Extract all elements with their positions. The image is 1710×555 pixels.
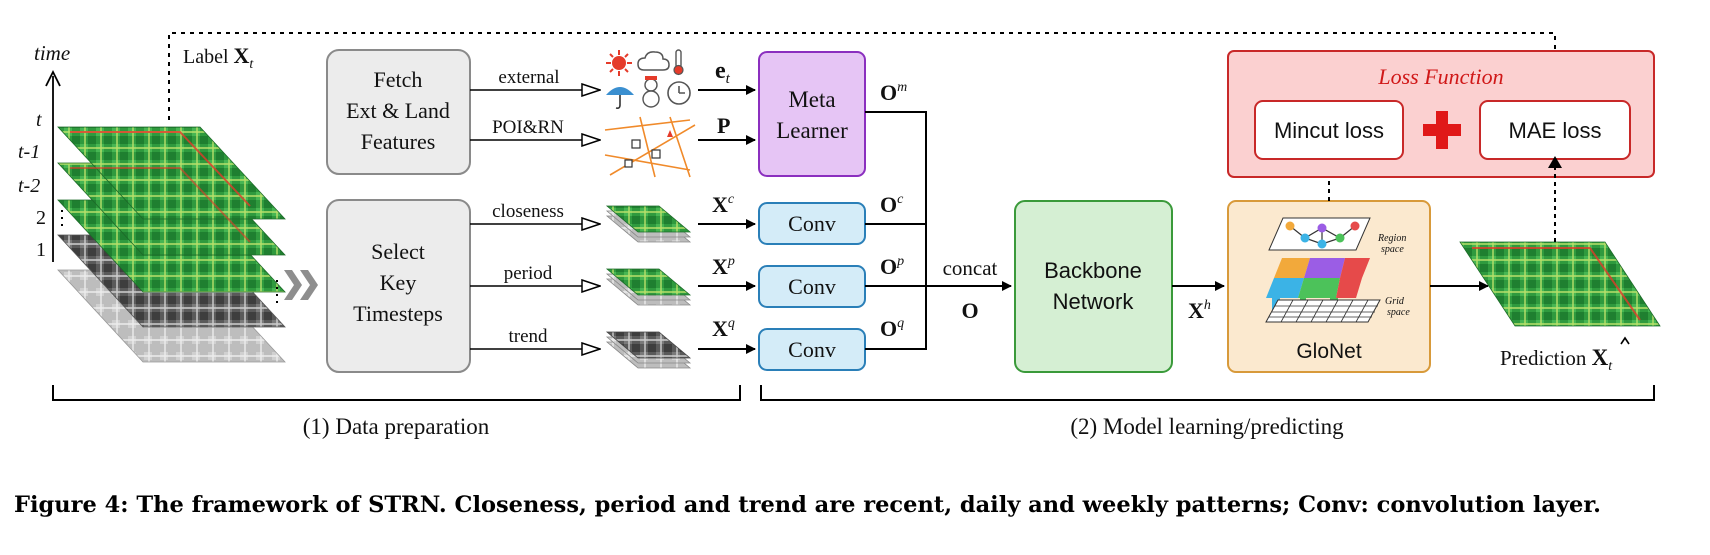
closeness-stack (605, 205, 692, 243)
grid-space-label-2: space (1387, 307, 1410, 318)
grid-space-plane (1265, 299, 1381, 323)
section-data-preparation: (1) Data preparation (303, 414, 490, 439)
conv-trend-label: Conv (788, 337, 836, 362)
meta-line-2: Learner (776, 118, 848, 143)
clock-icon (667, 81, 691, 105)
road-map-icon (604, 116, 696, 178)
conv-period-label: Conv (788, 274, 836, 299)
backbone-network-box: Backbone Network (1014, 200, 1173, 373)
mincut-loss-label: Mincut loss (1274, 118, 1384, 143)
symbol-xq: Xq (712, 316, 735, 341)
section-model-learning: (2) Model learning/predicting (1070, 414, 1344, 439)
glonet-label: GloNet (1296, 340, 1362, 363)
label-xt: Label Xt (183, 43, 254, 72)
symbol-p: P (717, 113, 730, 138)
conv-closeness: Conv (758, 202, 866, 245)
concat-label: concat (943, 256, 998, 280)
conv-trend: Conv (758, 328, 866, 371)
period-stack (605, 268, 692, 306)
meta-learner-box: Meta Learner (758, 51, 866, 177)
prediction-heatmap (1459, 241, 1661, 327)
time-axis-label: time (34, 41, 70, 65)
loss-function-box: Loss Function Mincut loss MAE loss (1227, 50, 1655, 178)
time-tick-t: t (36, 109, 42, 131)
symbol-xh: Xh (1188, 298, 1211, 323)
branch-closeness: closeness (492, 201, 564, 222)
symbol-e-t: et (715, 58, 731, 87)
conv-period: Conv (758, 265, 866, 308)
input-heatmap-stack (57, 126, 286, 363)
mincut-loss-box (1254, 100, 1404, 160)
branch-trend: trend (508, 326, 548, 347)
branch-external: external (498, 67, 559, 88)
select-line-1: Select (371, 239, 425, 264)
trend-stack (605, 331, 692, 369)
section-brackets (52, 385, 1655, 401)
symbol-op: Op (880, 254, 904, 279)
time-tick-t-2: t-2 (18, 175, 40, 197)
symbol-xp: Xp (712, 254, 735, 279)
select-line-2: Key (380, 270, 417, 295)
symbol-o: O (961, 298, 978, 323)
figure-caption: Figure 4: The framework of STRN. Closene… (14, 492, 1601, 518)
backbone-line-2: Network (1053, 289, 1135, 314)
heatmap-layer-t (57, 126, 286, 220)
region-space-label-1: Region (1377, 233, 1406, 244)
meta-line-1: Meta (788, 87, 835, 112)
sun-icon (606, 50, 632, 76)
symbol-oc: Oc (880, 192, 904, 217)
branch-poi: POI&RN (492, 117, 564, 138)
input-arrows (698, 85, 756, 354)
branch-arrows (470, 90, 600, 349)
glonet-box: Region space Grid space GloNet (1227, 200, 1431, 373)
thermometer-icon (673, 49, 684, 76)
hat-mark (1620, 336, 1630, 345)
chevron-right-icon (284, 270, 318, 300)
region-space-plane (1268, 217, 1371, 251)
region-space-label-2: space (1381, 244, 1404, 255)
backbone-line-1: Backbone (1044, 258, 1142, 283)
fetch-line-2: Ext & Land (346, 98, 450, 123)
branch-period: period (504, 263, 553, 284)
fetch-line-3: Features (361, 129, 436, 154)
fetch-line-1: Fetch (374, 67, 423, 92)
cloud-icon (637, 51, 670, 71)
select-line-3: Timesteps (353, 301, 443, 326)
grid-space-label-1: Grid (1385, 296, 1405, 307)
select-timesteps-box: Select Key Timesteps (326, 199, 471, 373)
time-tick-t-1: t-1 (18, 141, 40, 163)
symbol-om: Om (880, 80, 907, 105)
time-axis: time t t-1 t-2 2 1 (18, 41, 70, 262)
umbrella-icon (606, 87, 634, 109)
fetch-features-box: Fetch Ext & Land Features (326, 49, 471, 175)
loss-function-title: Loss Function (1377, 64, 1503, 89)
time-tick-1: 1 (36, 239, 46, 261)
prediction-label: Prediction Xt (1500, 345, 1613, 374)
weather-icons (606, 49, 691, 109)
plus-icon (1423, 111, 1461, 149)
mae-loss-label: MAE loss (1509, 118, 1602, 143)
time-tick-2: 2 (36, 207, 46, 229)
conv-closeness-label: Conv (788, 211, 836, 236)
symbol-oq: Oq (880, 316, 904, 341)
snowman-icon (642, 76, 660, 108)
concat-connector (865, 111, 1012, 350)
symbol-xc: Xc (712, 192, 735, 217)
